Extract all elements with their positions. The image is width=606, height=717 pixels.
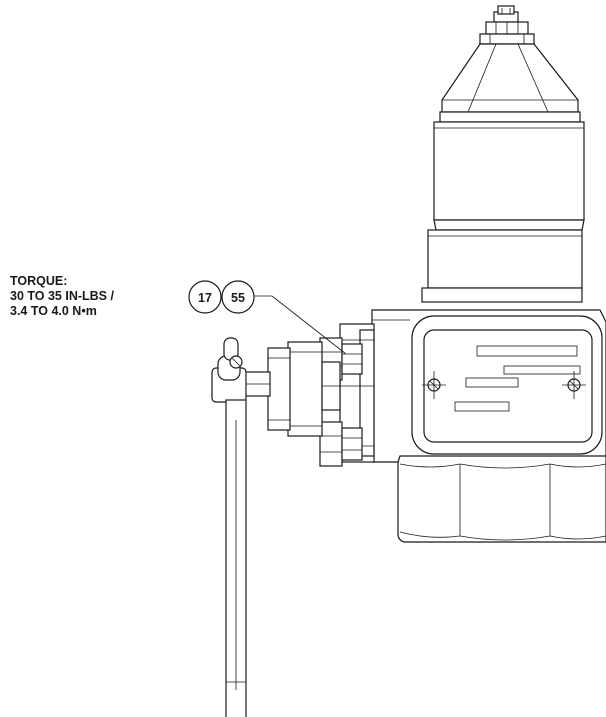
pipe-adapter [267,341,374,437]
top-connector [479,5,535,45]
lower-hex-nut [397,455,606,543]
callout-leader [254,295,347,355]
callout-55: 55 [221,280,255,314]
torque-specification: TORQUE: 30 TO 35 IN-LBS / 3.4 TO 4.0 N•m [10,274,114,319]
torque-value-metric: 3.4 TO 4.0 N•m [10,304,97,318]
valve-body [371,309,606,463]
torque-title: TORQUE: [10,274,68,288]
upper-housing [421,121,585,303]
callout-55-label: 55 [231,291,245,305]
tapered-cap [439,43,581,123]
callout-17: 17 [188,280,222,314]
callout-17-label: 17 [198,291,212,305]
torque-value-imperial: 30 TO 35 IN-LBS / [10,289,114,303]
flange-bolt-lower [319,421,363,467]
torque-wrench [211,337,271,717]
